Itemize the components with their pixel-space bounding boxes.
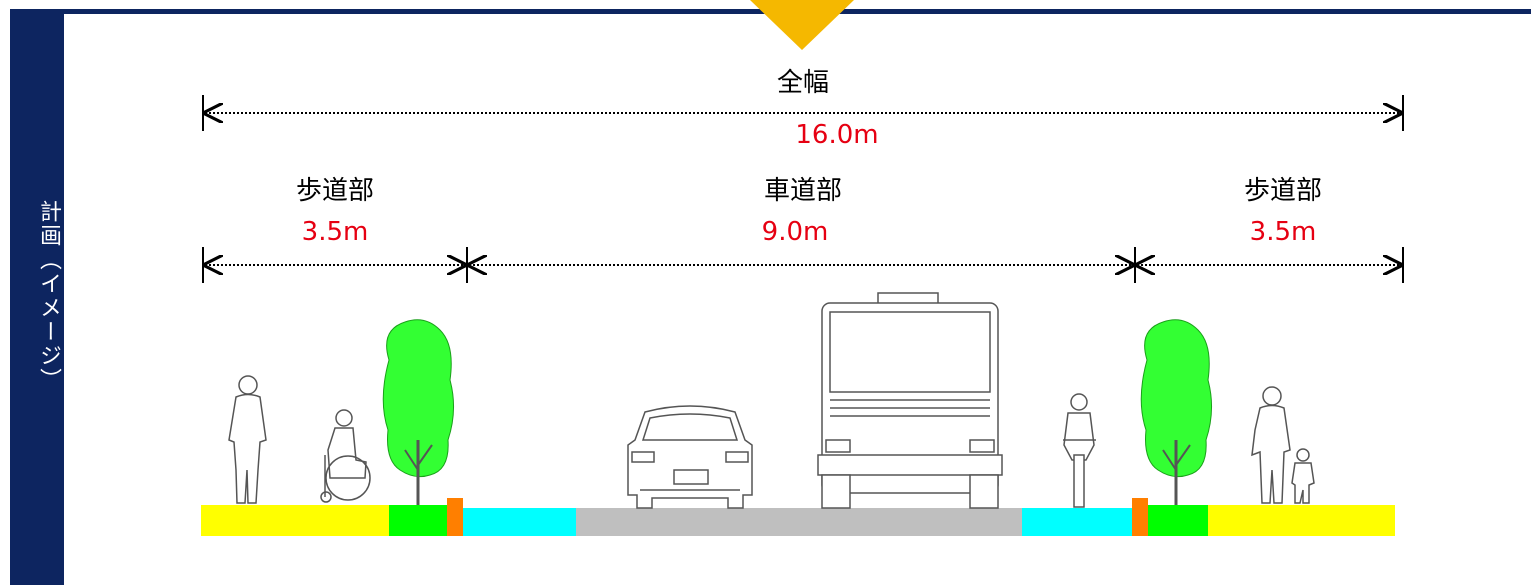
tree-icon-right bbox=[1140, 319, 1212, 505]
wheelchair-user-icon bbox=[320, 409, 371, 503]
right-curb bbox=[1132, 498, 1148, 536]
left-sidewalk-value: 3.5m bbox=[302, 217, 369, 247]
pedestrian-with-child-icon bbox=[1251, 386, 1315, 504]
left-planting-band bbox=[389, 505, 447, 536]
right-bike-lane bbox=[1022, 508, 1132, 536]
left-sidewalk-band bbox=[201, 505, 389, 536]
road-surface bbox=[201, 498, 1395, 536]
left-curb bbox=[447, 498, 463, 536]
sidebar-panel: 計画（イメージ） bbox=[10, 12, 64, 585]
total-width-value: 16.0m bbox=[795, 120, 878, 150]
right-planting-band bbox=[1148, 505, 1208, 536]
roadway-value: 9.0m bbox=[762, 217, 829, 247]
roadway-label: 車道部 bbox=[764, 176, 842, 206]
left-bike-lane bbox=[463, 508, 576, 536]
down-arrow-icon bbox=[750, 0, 854, 50]
left-sidewalk-label: 歩道部 bbox=[296, 176, 374, 206]
pedestrian-icon bbox=[228, 375, 267, 504]
tree-icon-left bbox=[382, 319, 454, 505]
car-icon bbox=[627, 405, 753, 509]
roadway-band bbox=[576, 508, 1022, 536]
section-dimensions bbox=[202, 247, 1404, 283]
cyclist-icon bbox=[1063, 393, 1096, 508]
sidebar-title: 計画（イメージ） bbox=[36, 200, 61, 392]
right-sidewalk-band bbox=[1208, 505, 1395, 536]
bus-icon bbox=[817, 292, 1003, 509]
total-width-dimension bbox=[202, 95, 1404, 131]
right-sidewalk-value: 3.5m bbox=[1250, 217, 1317, 247]
right-sidewalk-label: 歩道部 bbox=[1244, 176, 1322, 206]
total-width-label: 全幅 bbox=[777, 68, 829, 98]
